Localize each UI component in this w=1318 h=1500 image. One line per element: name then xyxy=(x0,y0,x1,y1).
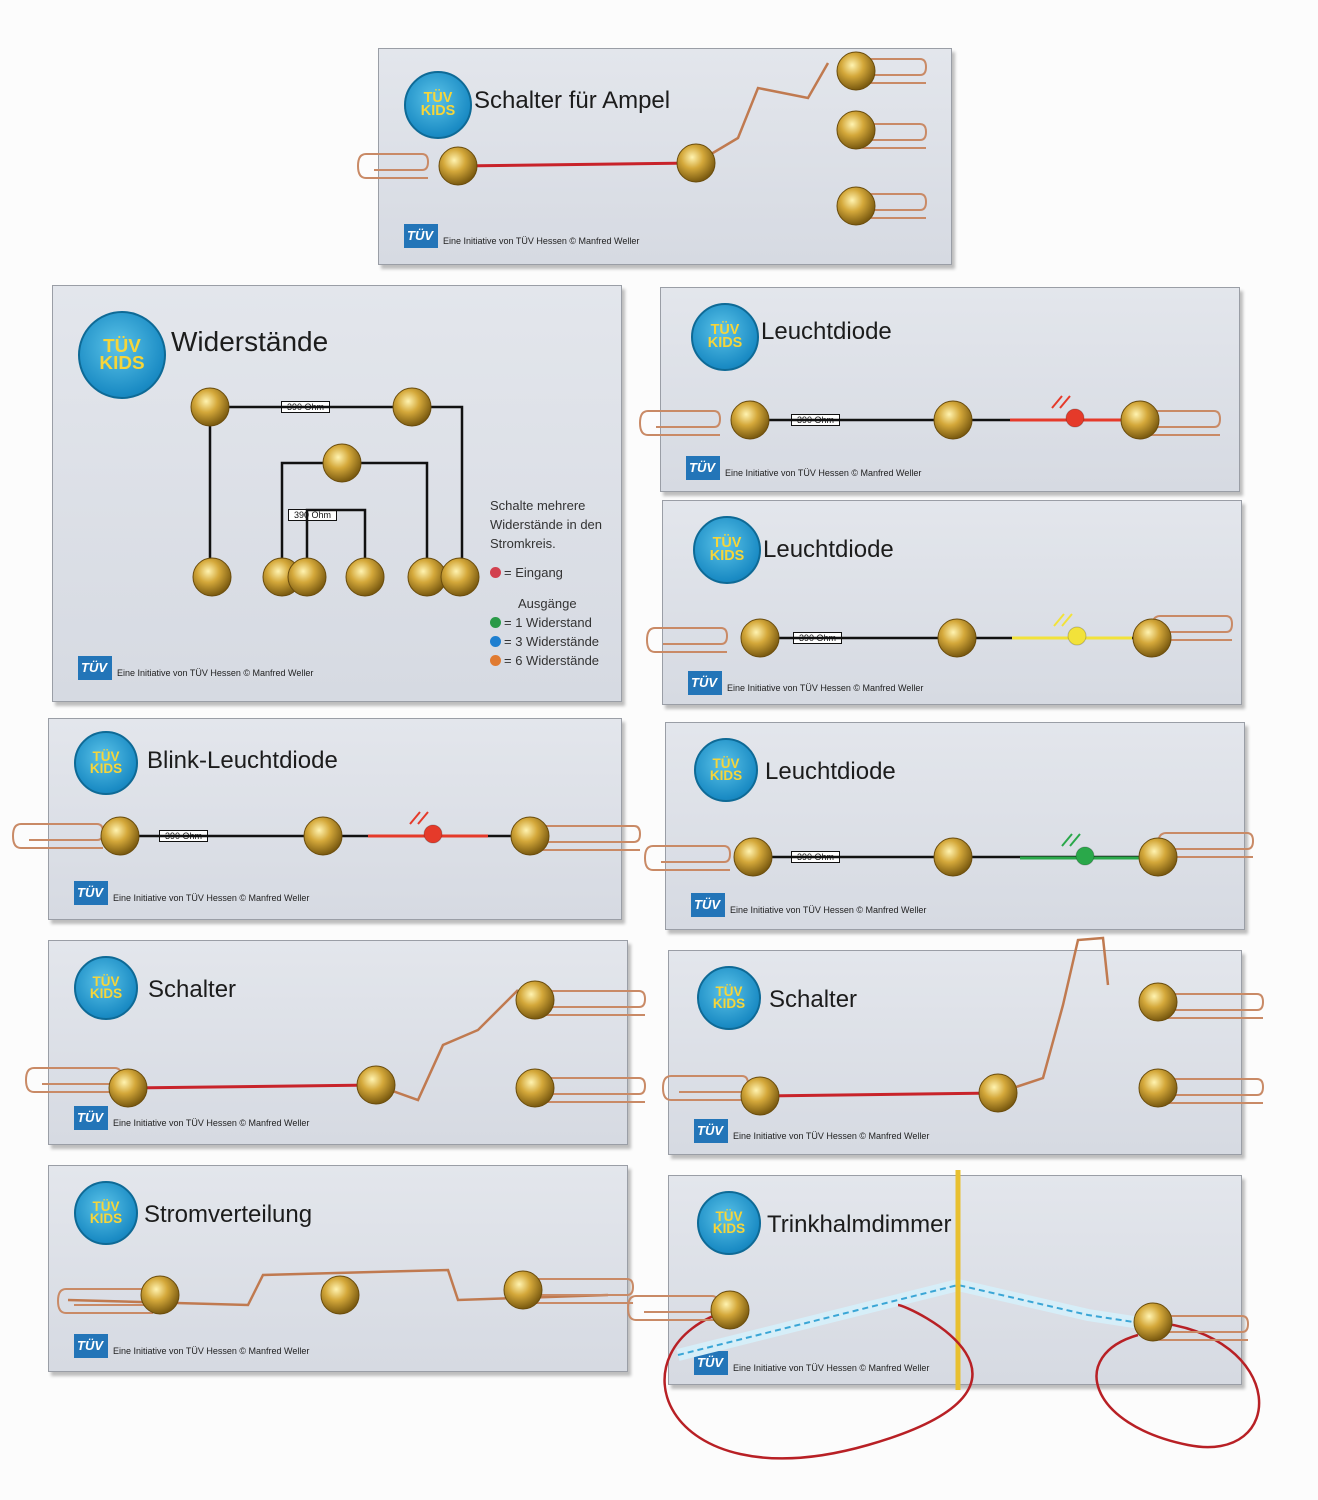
legend-item: = 3 Widerstände xyxy=(490,632,615,651)
tuv-hessen-logo: TÜV xyxy=(404,224,438,248)
resistor-legend: Schalte mehrere Widerstände in den Strom… xyxy=(490,496,615,670)
tuv-hessen-logo: TÜV xyxy=(688,671,722,695)
legend-input: = Eingang xyxy=(490,563,615,582)
credit-text: Eine Initiative von TÜV Hessen © Manfred… xyxy=(725,468,922,478)
legend-item: = 6 Widerstände xyxy=(490,651,615,670)
credit-text: Eine Initiative von TÜV Hessen © Manfred… xyxy=(113,1346,310,1356)
legend-input-label: = Eingang xyxy=(504,565,563,580)
color-dot-icon xyxy=(490,617,501,628)
tuv-kids-logo: TÜV KIDS xyxy=(697,966,761,1030)
tuv-kids-logo: TÜV KIDS xyxy=(404,71,472,139)
board-title: Widerstände xyxy=(171,326,329,357)
board-title: Stromverteilung xyxy=(144,1201,313,1228)
board-title: Leuchtdiode xyxy=(763,536,894,563)
color-dot-icon xyxy=(490,636,501,647)
tuv-kids-logo: TÜV KIDS xyxy=(693,516,761,584)
credit-text: Eine Initiative von TÜV Hessen © Manfred… xyxy=(117,668,314,678)
tuv-kids-logo: TÜV KIDS xyxy=(74,731,138,795)
tuv-kids-logo: TÜV KIDS xyxy=(74,956,138,1020)
tuv-hessen-logo: TÜV xyxy=(694,1351,728,1375)
board-title: Blink-Leuchtdiode xyxy=(147,747,338,774)
legend-item-label: = 3 Widerstände xyxy=(504,634,600,649)
legend-outputs-heading: Ausgänge xyxy=(518,596,577,611)
resistor-390-ohm: 390 Ohm xyxy=(793,632,843,644)
board-title: Schalter xyxy=(148,976,237,1003)
credit-text: Eine Initiative von TÜV Hessen © Manfred… xyxy=(733,1131,930,1141)
board-title: Schalter xyxy=(769,986,858,1013)
legend-item-label: = 1 Widerstand xyxy=(504,615,592,630)
resistor-390-ohm: 390 Ohm xyxy=(288,509,338,521)
tuv-kids-logo: TÜV KIDS xyxy=(78,311,166,399)
board-title: Leuchtdiode xyxy=(761,318,892,345)
tuv-hessen-logo: TÜV xyxy=(74,1334,108,1358)
tuv-hessen-logo: TÜV xyxy=(78,656,112,680)
resistor-390-ohm: 390 Ohm xyxy=(791,851,841,863)
credit-text: Eine Initiative von TÜV Hessen © Manfred… xyxy=(727,683,924,693)
credit-text: Eine Initiative von TÜV Hessen © Manfred… xyxy=(113,893,310,903)
board-title: Trinkhalmdimmer xyxy=(767,1211,952,1238)
tuv-kids-logo: TÜV KIDS xyxy=(691,303,759,371)
resistor-390-ohm: 390 Ohm xyxy=(159,830,209,842)
tuv-kids-logo: TÜV KIDS xyxy=(694,738,758,802)
board-title: Schalter für Ampel xyxy=(474,87,671,114)
legend-item-label: = 6 Widerstände xyxy=(504,653,600,668)
legend-item: = 1 Widerstand xyxy=(490,613,615,632)
credit-text: Eine Initiative von TÜV Hessen © Manfred… xyxy=(443,236,640,246)
tuv-hessen-logo: TÜV xyxy=(686,456,720,480)
red-dot-icon xyxy=(490,567,501,578)
credit-text: Eine Initiative von TÜV Hessen © Manfred… xyxy=(113,1118,310,1128)
tuv-hessen-logo: TÜV xyxy=(74,881,108,905)
color-dot-icon xyxy=(490,655,501,666)
tuv-hessen-logo: TÜV xyxy=(691,893,725,917)
tuv-kids-logo: TÜV KIDS xyxy=(697,1191,761,1255)
board-title: Leuchtdiode xyxy=(765,758,896,785)
legend-intro: Schalte mehrere Widerstände in den Strom… xyxy=(490,498,603,551)
tuv-hessen-logo: TÜV xyxy=(694,1119,728,1143)
credit-text: Eine Initiative von TÜV Hessen © Manfred… xyxy=(730,905,927,915)
tuv-hessen-logo: TÜV xyxy=(74,1106,108,1130)
resistor-390-ohm: 390 Ohm xyxy=(791,414,841,426)
credit-text: Eine Initiative von TÜV Hessen © Manfred… xyxy=(733,1363,930,1373)
tuv-kids-logo: TÜV KIDS xyxy=(74,1181,138,1245)
resistor-390-ohm: 390 Ohm xyxy=(281,401,331,413)
